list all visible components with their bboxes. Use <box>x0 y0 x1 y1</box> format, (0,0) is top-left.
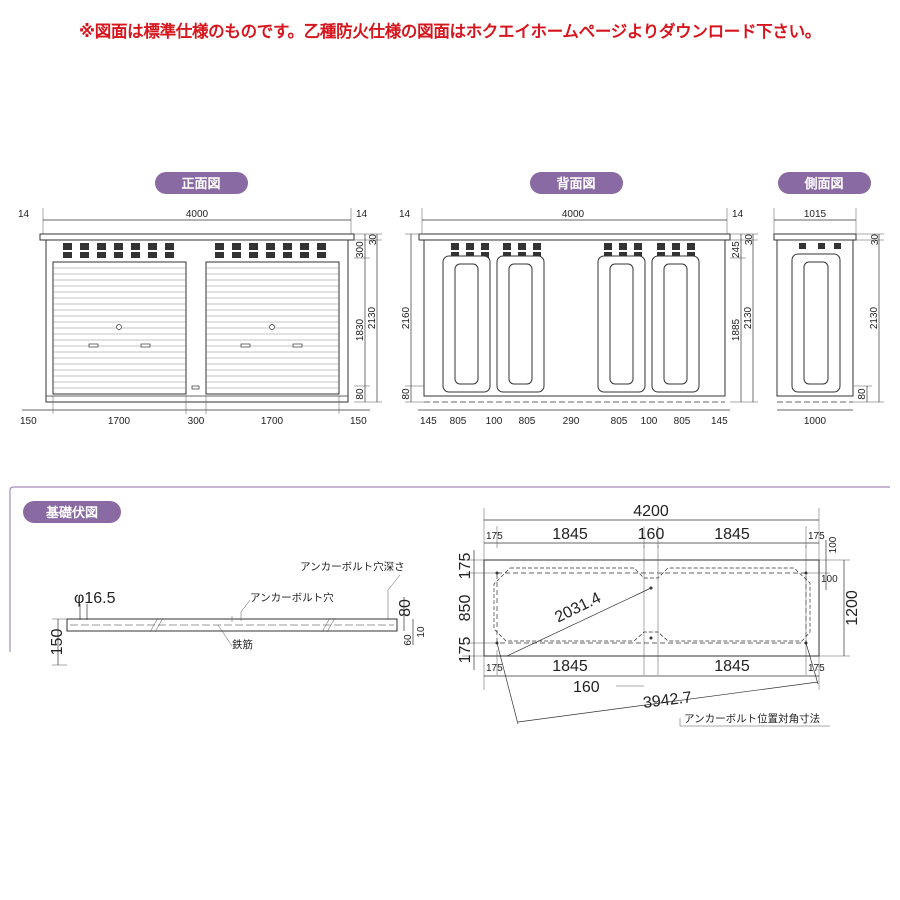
side-dim-1000: 1000 <box>804 416 827 427</box>
front-dim-4000: 4000 <box>186 209 209 220</box>
plan-dim-160-top: 160 <box>638 526 665 543</box>
back-dim-245: 245 <box>731 241 742 258</box>
back-dim-145-left: 145 <box>420 416 437 427</box>
plan-dim-3942: 3942.7 <box>642 689 693 712</box>
plan-dim-1845-tl: 1845 <box>552 526 588 543</box>
back-dim-14-left: 14 <box>399 209 411 220</box>
foundation-view-label: 基礎伏図 <box>23 501 121 523</box>
side-view: 1015 30 2130 80 1000 <box>773 208 884 427</box>
notice-text: ※図面は標準仕様のものです。乙種防火仕様の図面はホクエイホームページよりダウンロ… <box>79 22 821 41</box>
plan-dim-1200: 1200 <box>844 590 861 626</box>
plan-dim-1845-bl: 1845 <box>552 658 588 675</box>
back-dim-100-a: 100 <box>486 416 503 427</box>
plan-dim-175-tr: 175 <box>808 531 825 542</box>
back-dim-805-b: 805 <box>519 416 536 427</box>
front-dim-80: 80 <box>355 388 366 400</box>
back-dim-805-d: 805 <box>674 416 691 427</box>
front-dim-150-right: 150 <box>350 416 367 427</box>
back-dim-145-right: 145 <box>711 416 728 427</box>
section-dim-10: 10 <box>416 626 427 638</box>
side-view-label: 側面図 <box>778 172 871 194</box>
anchor-depth-label: アンカーボルト穴深さ <box>300 560 405 573</box>
side-dim-30: 30 <box>870 234 881 246</box>
back-dim-4000: 4000 <box>562 209 585 220</box>
plan-dim-850: 850 <box>457 595 474 622</box>
front-view-label: 正面図 <box>155 172 248 194</box>
front-dim-1700-right: 1700 <box>261 416 284 427</box>
back-dim-2130: 2130 <box>743 306 754 329</box>
back-dim-100-b: 100 <box>641 416 658 427</box>
back-dim-14-right: 14 <box>732 209 744 220</box>
back-dim-805-c: 805 <box>611 416 628 427</box>
front-dim-14-right: 14 <box>356 209 368 220</box>
plan-dim-1845-br: 1845 <box>714 658 750 675</box>
svg-text:側面図: 側面図 <box>803 176 843 192</box>
back-dim-1885: 1885 <box>731 318 742 341</box>
front-view: 14 4000 14 <box>18 208 382 427</box>
back-dim-2160: 2160 <box>401 306 412 329</box>
anchor-hole-label: アンカーボルト穴 <box>250 591 334 604</box>
side-dim-1015: 1015 <box>804 209 827 220</box>
rebar-label: 鉄筋 <box>232 638 253 651</box>
plan-dim-4200: 4200 <box>633 503 669 520</box>
plan-dim-175-tl: 175 <box>486 531 503 542</box>
front-dim-300-mid: 300 <box>188 416 205 427</box>
front-dim-1830: 1830 <box>355 318 366 341</box>
front-dim-14-left: 14 <box>18 209 30 220</box>
plan-dim-175-bl: 175 <box>486 663 503 674</box>
back-view-label: 背面図 <box>530 172 623 194</box>
section-dim-80: 80 <box>397 599 414 617</box>
side-dim-80: 80 <box>857 388 868 400</box>
svg-text:正面図: 正面図 <box>181 177 220 192</box>
front-dim-30: 30 <box>368 234 379 246</box>
back-dim-30: 30 <box>744 234 755 246</box>
side-dim-2130: 2130 <box>869 306 880 329</box>
section-dim-150: 150 <box>49 629 66 656</box>
plan-dim-160-bottom: 160 <box>573 679 600 696</box>
plan-dim-175-lb: 175 <box>457 637 474 664</box>
back-view: 14 4000 14 <box>399 208 758 427</box>
foundation-frame <box>9 486 890 652</box>
foundation-plan: 4200 175 1845 160 1845 175 2031.4 100 <box>457 503 861 727</box>
foundation-section: φ16.5 アンカーボルト穴 アンカーボルト穴深さ 鉄筋 150 80 60 1… <box>49 560 427 666</box>
back-dim-290: 290 <box>563 416 580 427</box>
front-dim-300: 300 <box>355 241 366 258</box>
phi-label: φ16.5 <box>74 590 116 607</box>
svg-text:背面図: 背面図 <box>556 176 595 192</box>
plan-dim-100-r2: 100 <box>821 574 838 585</box>
front-dim-2130: 2130 <box>367 306 378 329</box>
plan-dim-100-r: 100 <box>828 536 839 553</box>
diag-note-label: アンカーボルト位置対角寸法 <box>684 712 820 725</box>
plan-dim-175-br: 175 <box>808 663 825 674</box>
back-dim-805-a: 805 <box>450 416 467 427</box>
front-dim-1700-left: 1700 <box>108 416 131 427</box>
front-dim-150-left: 150 <box>20 416 37 427</box>
svg-text:基礎伏図: 基礎伏図 <box>45 505 98 521</box>
back-dim-80: 80 <box>401 388 412 400</box>
plan-dim-1845-tr: 1845 <box>714 526 750 543</box>
plan-dim-175-l: 175 <box>457 553 474 580</box>
section-dim-60: 60 <box>403 634 414 646</box>
